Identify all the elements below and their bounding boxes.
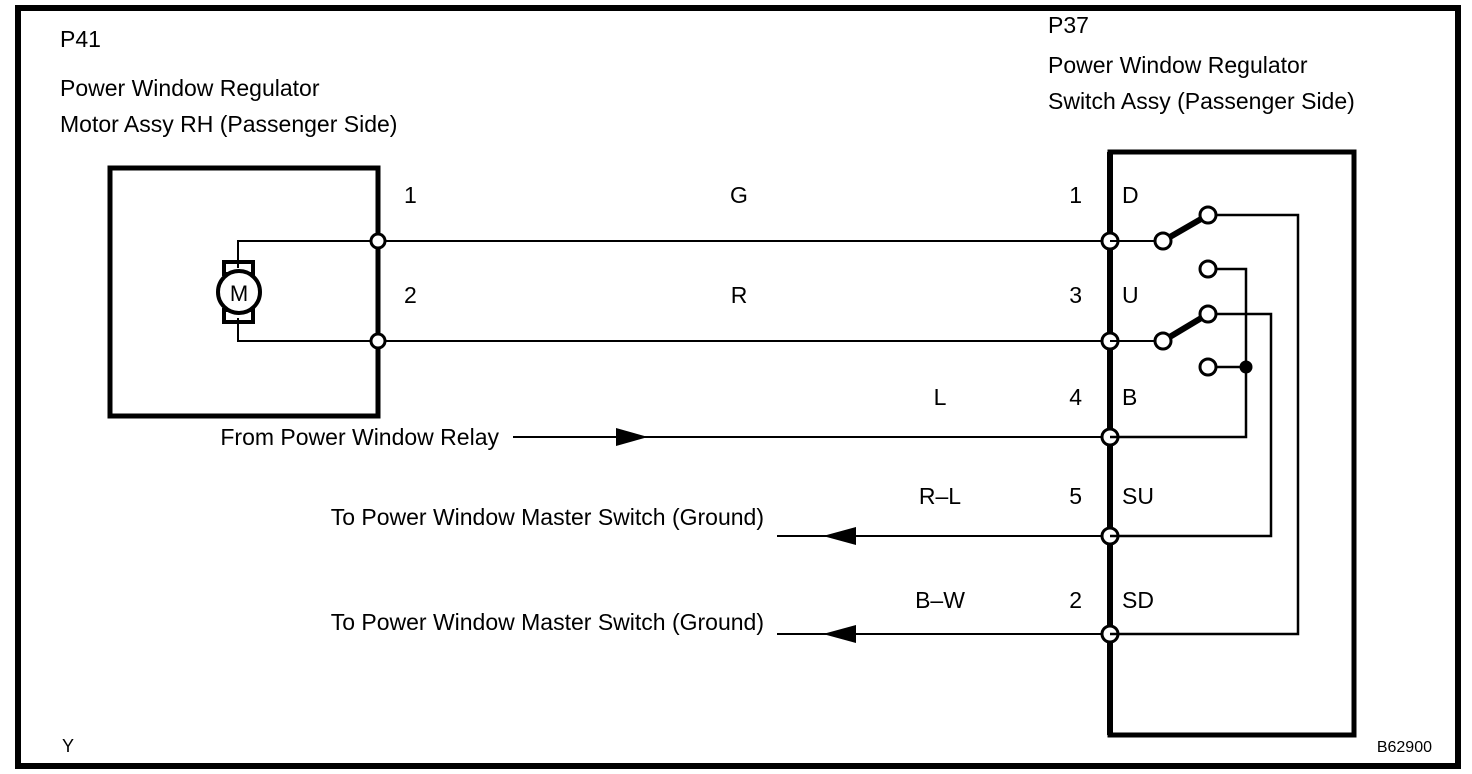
terminal-connector-left-2 — [369, 332, 387, 350]
internal-wire-outer-loop — [1110, 213, 1300, 636]
right-pin-number-3: 4 — [1069, 384, 1082, 410]
switch-2-pivot-contact — [1153, 331, 1173, 351]
arrow-head-left-4 — [823, 527, 856, 545]
switch-assembly-box — [1107, 149, 1357, 738]
switch-2-fixed-contact-up — [1198, 259, 1218, 279]
left-component-code: P41 — [60, 26, 101, 52]
internal-wire-inner-loop — [1110, 267, 1248, 439]
right-pin-number-5: 2 — [1069, 587, 1082, 613]
right-terminal-name-5: SD — [1122, 587, 1154, 613]
left-destination-label-4: To Power Window Master Switch (Ground) — [331, 504, 764, 530]
switch-1-pivot-contact — [1153, 231, 1173, 251]
motor-symbol-label: M — [230, 281, 248, 306]
wire-color-label-2: R — [731, 282, 748, 308]
arrow-head-right-3 — [616, 428, 648, 446]
left-component-name-line1: Power Window Regulator — [60, 75, 320, 101]
switch-1-fixed-contact-up — [1198, 205, 1218, 225]
figure-code: B62900 — [1377, 739, 1432, 756]
switch-2-fixed-contact-mid — [1198, 304, 1218, 324]
left-component-name-line2: Motor Assy RH (Passenger Side) — [60, 111, 397, 137]
right-terminal-name-2: U — [1122, 282, 1139, 308]
left-source-label-3: From Power Window Relay — [220, 424, 499, 450]
left-destination-label-5: To Power Window Master Switch (Ground) — [331, 609, 764, 635]
wire-color-label-1: G — [730, 182, 748, 208]
left-pin-number-2: 2 — [404, 282, 417, 308]
motor-internal-wire-top — [237, 240, 378, 268]
wire-color-label-5: B–W — [915, 587, 965, 613]
junction-dot — [1239, 360, 1253, 374]
right-terminal-name-1: D — [1122, 182, 1139, 208]
right-component-code: P37 — [1048, 12, 1089, 38]
motor-internal-wire-bottom — [237, 318, 378, 342]
right-pin-number-4: 5 — [1069, 483, 1082, 509]
terminal-connector-left-1 — [369, 232, 387, 250]
right-pin-number-2: 3 — [1069, 282, 1082, 308]
internal-wire-middle-loop — [1110, 312, 1273, 538]
wire-color-label-4: R–L — [919, 483, 961, 509]
right-pin-number-1: 1 — [1069, 182, 1082, 208]
wire-color-label-3: L — [934, 384, 947, 410]
arrow-head-left-5 — [823, 625, 856, 643]
right-component-name-line2: Switch Assy (Passenger Side) — [1048, 88, 1355, 114]
right-terminal-name-4: SU — [1122, 483, 1154, 509]
right-component-name-line1: Power Window Regulator — [1048, 52, 1308, 78]
right-terminal-name-3: B — [1122, 384, 1137, 410]
corner-mark: Y — [62, 736, 74, 756]
outer-frame — [15, 5, 1461, 769]
motor-assembly-box — [107, 165, 381, 419]
switch-2-fixed-contact-down — [1198, 357, 1218, 377]
left-pin-number-1: 1 — [404, 182, 417, 208]
motor-symbol-circle — [216, 269, 262, 315]
